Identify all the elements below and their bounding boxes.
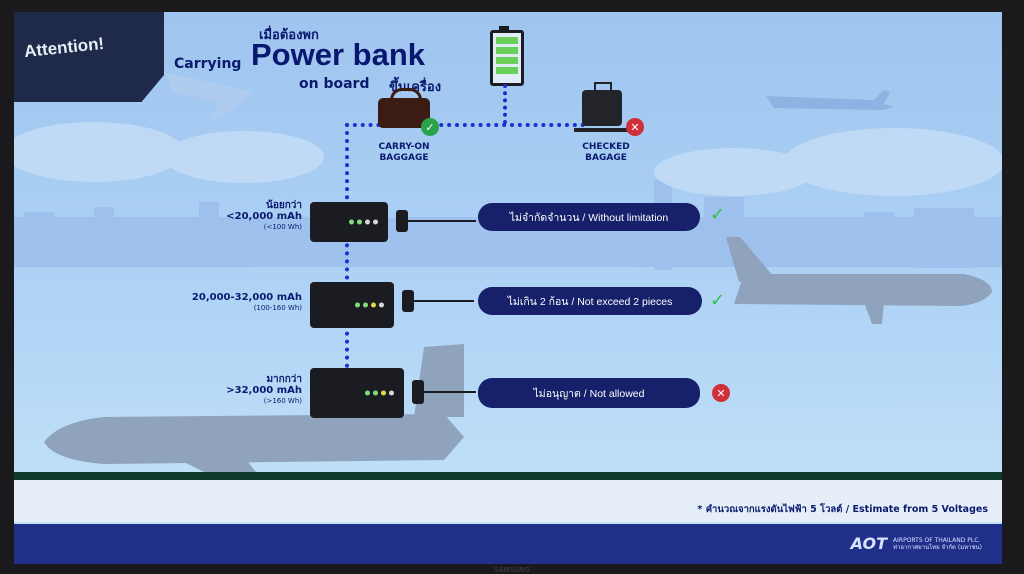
airplane-faint-icon bbox=[164, 72, 254, 122]
monitor-brand: SAMSUNG bbox=[494, 566, 530, 574]
not-allowed-x-icon: ✕ bbox=[626, 118, 644, 136]
allowed-check-icon: ✓ bbox=[421, 118, 439, 136]
info-screen: Attention! เมื่อต้องพก Carrying Power ba… bbox=[14, 12, 1002, 564]
title-carrying: Carrying bbox=[174, 56, 242, 72]
aot-logo-line1: AIRPORTS OF THAILAND PLC. bbox=[893, 536, 981, 544]
rule-2-mah: 20,000-32,000 mAh bbox=[191, 292, 302, 303]
plug-icon bbox=[402, 290, 414, 312]
footer-band bbox=[14, 480, 1002, 522]
connector-dots bbox=[345, 123, 349, 368]
plug-icon bbox=[396, 210, 408, 232]
rule-1-thai: น้อยกว่า bbox=[266, 200, 302, 211]
aot-logo-line2: ท่าอากาศยานไทย จำกัด (มหาชน) bbox=[893, 543, 982, 551]
rule-3-label: ไม่อนุญาต / Not allowed bbox=[478, 378, 700, 408]
carry-on-line2: BAGGAGE bbox=[379, 153, 429, 163]
footer-strip bbox=[14, 472, 1002, 480]
cable-line bbox=[408, 220, 476, 222]
footer-note: * คำนวณจากแรงดันไฟฟ้า 5 โวลต์ / Estimate… bbox=[697, 504, 988, 515]
carry-on-line1: CARRY-ON bbox=[378, 142, 430, 152]
rule-1-wh: (<100 Wh) bbox=[263, 223, 302, 231]
rule-2-capacity: 20,000-32,000 mAh (100-160 Wh) bbox=[174, 292, 302, 314]
cable-line bbox=[414, 300, 474, 302]
airplane-right-icon bbox=[726, 237, 992, 324]
plug-icon bbox=[412, 380, 424, 404]
title-thai-top: เมื่อต้องพก bbox=[259, 28, 319, 43]
attention-badge: Attention! bbox=[14, 12, 164, 102]
rule-3-mah: >32,000 mAh bbox=[226, 385, 302, 396]
battery-icon bbox=[490, 26, 524, 86]
title-on-board: on board bbox=[299, 76, 370, 92]
checked-label: CHECKED BAGAGE bbox=[566, 142, 646, 164]
checked-bag-icon bbox=[574, 82, 630, 132]
aot-logo: AOT AIRPORTS OF THAILAND PLC. ท่าอากาศยา… bbox=[851, 534, 982, 553]
power-bank-icon bbox=[310, 202, 388, 242]
title-thai-bottom: ขึ้นเครื่อง bbox=[389, 80, 442, 95]
checked-line1: CHECKED bbox=[582, 142, 630, 152]
power-bank-icon bbox=[310, 282, 394, 328]
check-icon: ✓ bbox=[710, 204, 726, 225]
cable-line bbox=[424, 391, 476, 393]
rule-2-label: ไม่เกิน 2 ก้อน / Not exceed 2 pieces bbox=[478, 287, 702, 315]
carry-on-label: CARRY-ON BAGGAGE bbox=[364, 142, 444, 164]
connector-dots bbox=[345, 123, 585, 127]
x-icon: ✕ bbox=[712, 384, 730, 402]
clouds bbox=[14, 122, 1002, 196]
attention-label: Attention! bbox=[23, 33, 105, 62]
check-icon: ✓ bbox=[710, 290, 726, 311]
aot-logo-text: AIRPORTS OF THAILAND PLC. ท่าอากาศยานไทย… bbox=[893, 537, 982, 551]
airplane-small-icon bbox=[766, 90, 894, 110]
rule-3-thai: มากกว่า bbox=[266, 374, 302, 385]
rule-1-mah: <20,000 mAh bbox=[226, 211, 302, 222]
rule-1-label: ไม่จำกัดจำนวน / Without limitation bbox=[478, 203, 700, 231]
rule-2-wh: (100-160 Wh) bbox=[253, 304, 302, 312]
checked-line2: BAGAGE bbox=[585, 153, 627, 163]
aot-logo-mark: AOT bbox=[850, 534, 888, 553]
bottom-bar bbox=[14, 524, 1002, 564]
airplane-left-icon bbox=[44, 344, 464, 482]
power-bank-icon bbox=[310, 368, 404, 418]
rule-3-wh: (>160 Wh) bbox=[263, 397, 302, 405]
rule-1-capacity: น้อยกว่า <20,000 mAh (<100 Wh) bbox=[184, 200, 302, 233]
rule-3-capacity: มากกว่า >32,000 mAh (>160 Wh) bbox=[184, 374, 302, 407]
connector-dots bbox=[503, 84, 507, 124]
title-power-bank: Power bank bbox=[251, 37, 425, 72]
